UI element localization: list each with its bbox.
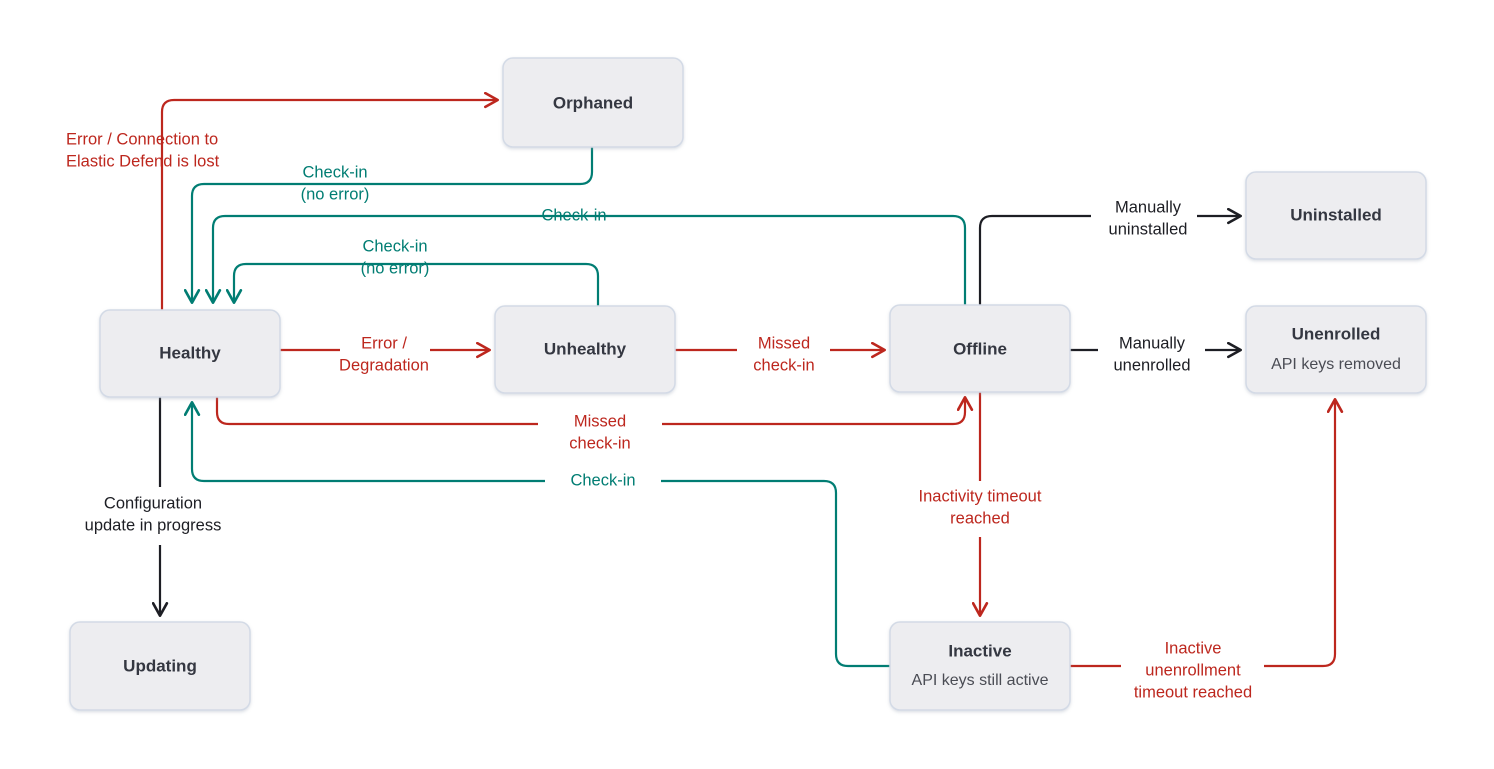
edge-label-line1: Manually (1119, 334, 1186, 352)
node-unenrolled-title: Unenrolled (1292, 324, 1381, 343)
edge-label-healthy-to-unhealthy: Error / Degradation (339, 334, 429, 374)
edge-label-line2: unenrollment (1145, 661, 1241, 679)
edge-label-line2: Elastic Defend is lost (66, 152, 220, 170)
edge-label-line1: Check-in (362, 237, 427, 255)
edge-label-orphaned-to-healthy: Check-in (no error) (301, 163, 370, 203)
edge-label-line1: Missed (574, 412, 626, 430)
node-unenrolled[interactable]: Unenrolled API keys removed (1245, 305, 1427, 394)
edge-inactive-to-healthy (183, 401, 890, 668)
node-inactive-title: Inactive (948, 641, 1011, 660)
node-uninstalled-title: Uninstalled (1290, 205, 1382, 224)
node-offline[interactable]: Offline (889, 304, 1071, 393)
node-uninstalled[interactable]: Uninstalled (1245, 171, 1427, 260)
node-updating-box[interactable] (69, 621, 251, 711)
edge-label-line1: Manually (1115, 198, 1182, 216)
node-unenrolled-box[interactable] (1245, 305, 1427, 394)
node-healthy[interactable]: Healthy (99, 309, 281, 398)
edge-label-line2: reached (950, 509, 1010, 527)
edge-label-line3: timeout reached (1134, 683, 1252, 701)
node-orphaned-box[interactable] (502, 57, 684, 148)
edge-offline-to-healthy (204, 214, 967, 305)
node-uninstalled-box[interactable] (1245, 171, 1427, 260)
edge-label-line2: Degradation (339, 356, 429, 374)
node-inactive-box[interactable] (889, 621, 1071, 711)
node-unenrolled-subtitle: API keys removed (1271, 356, 1401, 373)
edge-unhealthy-to-healthy (225, 262, 600, 306)
node-healthy-title: Healthy (159, 343, 221, 362)
edge-label-healthy-to-orphaned: Error / Connection to Elastic Defend is … (66, 130, 220, 170)
node-updating-title: Updating (123, 656, 197, 675)
node-unhealthy-box[interactable] (494, 305, 676, 394)
edge-offline-to-uninstalled (978, 207, 1242, 305)
edge-label-unhealthy-to-offline: Missed check-in (753, 334, 814, 374)
edge-label-line2: check-in (753, 356, 814, 374)
edge-label-healthy-to-updating: Configuration update in progress (85, 494, 222, 534)
edge-label-line2: unenrolled (1113, 356, 1190, 374)
edge-label-line1: Configuration (104, 494, 202, 512)
edge-label-offline-to-unenrolled: Manually unenrolled (1113, 334, 1190, 374)
edge-healthy-to-orphaned (160, 91, 499, 312)
node-offline-box[interactable] (889, 304, 1071, 393)
edge-label-inactive-to-healthy: Check-in (570, 471, 635, 489)
edge-label-line2: uninstalled (1109, 220, 1188, 238)
node-offline-title: Offline (953, 339, 1007, 358)
node-unhealthy[interactable]: Unhealthy (494, 305, 676, 394)
edge-label-line1: Missed (758, 334, 810, 352)
edge-label-offline-to-inactive: Inactivity timeout reached (919, 487, 1042, 527)
edge-label-line2: (no error) (361, 259, 430, 277)
edge-orphaned-to-healthy (183, 147, 594, 304)
edge-inactive-to-unenrolled (1070, 398, 1344, 668)
edge-label-offline-to-uninstalled: Manually uninstalled (1109, 198, 1188, 238)
node-orphaned[interactable]: Orphaned (502, 57, 684, 148)
node-inactive[interactable]: Inactive API keys still active (889, 621, 1071, 711)
edge-healthy-to-offline (215, 396, 974, 426)
edge-label-line1: Check-in (302, 163, 367, 181)
edge-label-line2: update in progress (85, 516, 222, 534)
edge-label-line2: (no error) (301, 185, 370, 203)
edge-label-offline-to-healthy: Check-in (541, 206, 606, 224)
edge-label-line2: check-in (569, 434, 630, 452)
edge-label-line1: Inactive (1165, 639, 1222, 657)
node-inactive-subtitle: API keys still active (912, 672, 1049, 689)
node-healthy-box[interactable] (99, 309, 281, 398)
edge-label-healthy-to-offline: Missed check-in (569, 412, 630, 452)
edge-label-line1: Error / Connection to (66, 130, 218, 148)
node-updating[interactable]: Updating (69, 621, 251, 711)
edge-label-line1: Error / (361, 334, 407, 352)
edge-label-line1: Check-in (570, 471, 635, 489)
edge-label-line1: Check-in (541, 206, 606, 224)
edge-label-unhealthy-to-healthy: Check-in (no error) (361, 237, 430, 277)
node-orphaned-title: Orphaned (553, 93, 633, 112)
node-unhealthy-title: Unhealthy (544, 339, 627, 358)
edge-label-inactive-to-unenrolled: Inactive unenrollment timeout reached (1134, 639, 1252, 701)
edge-label-line1: Inactivity timeout (919, 487, 1042, 505)
